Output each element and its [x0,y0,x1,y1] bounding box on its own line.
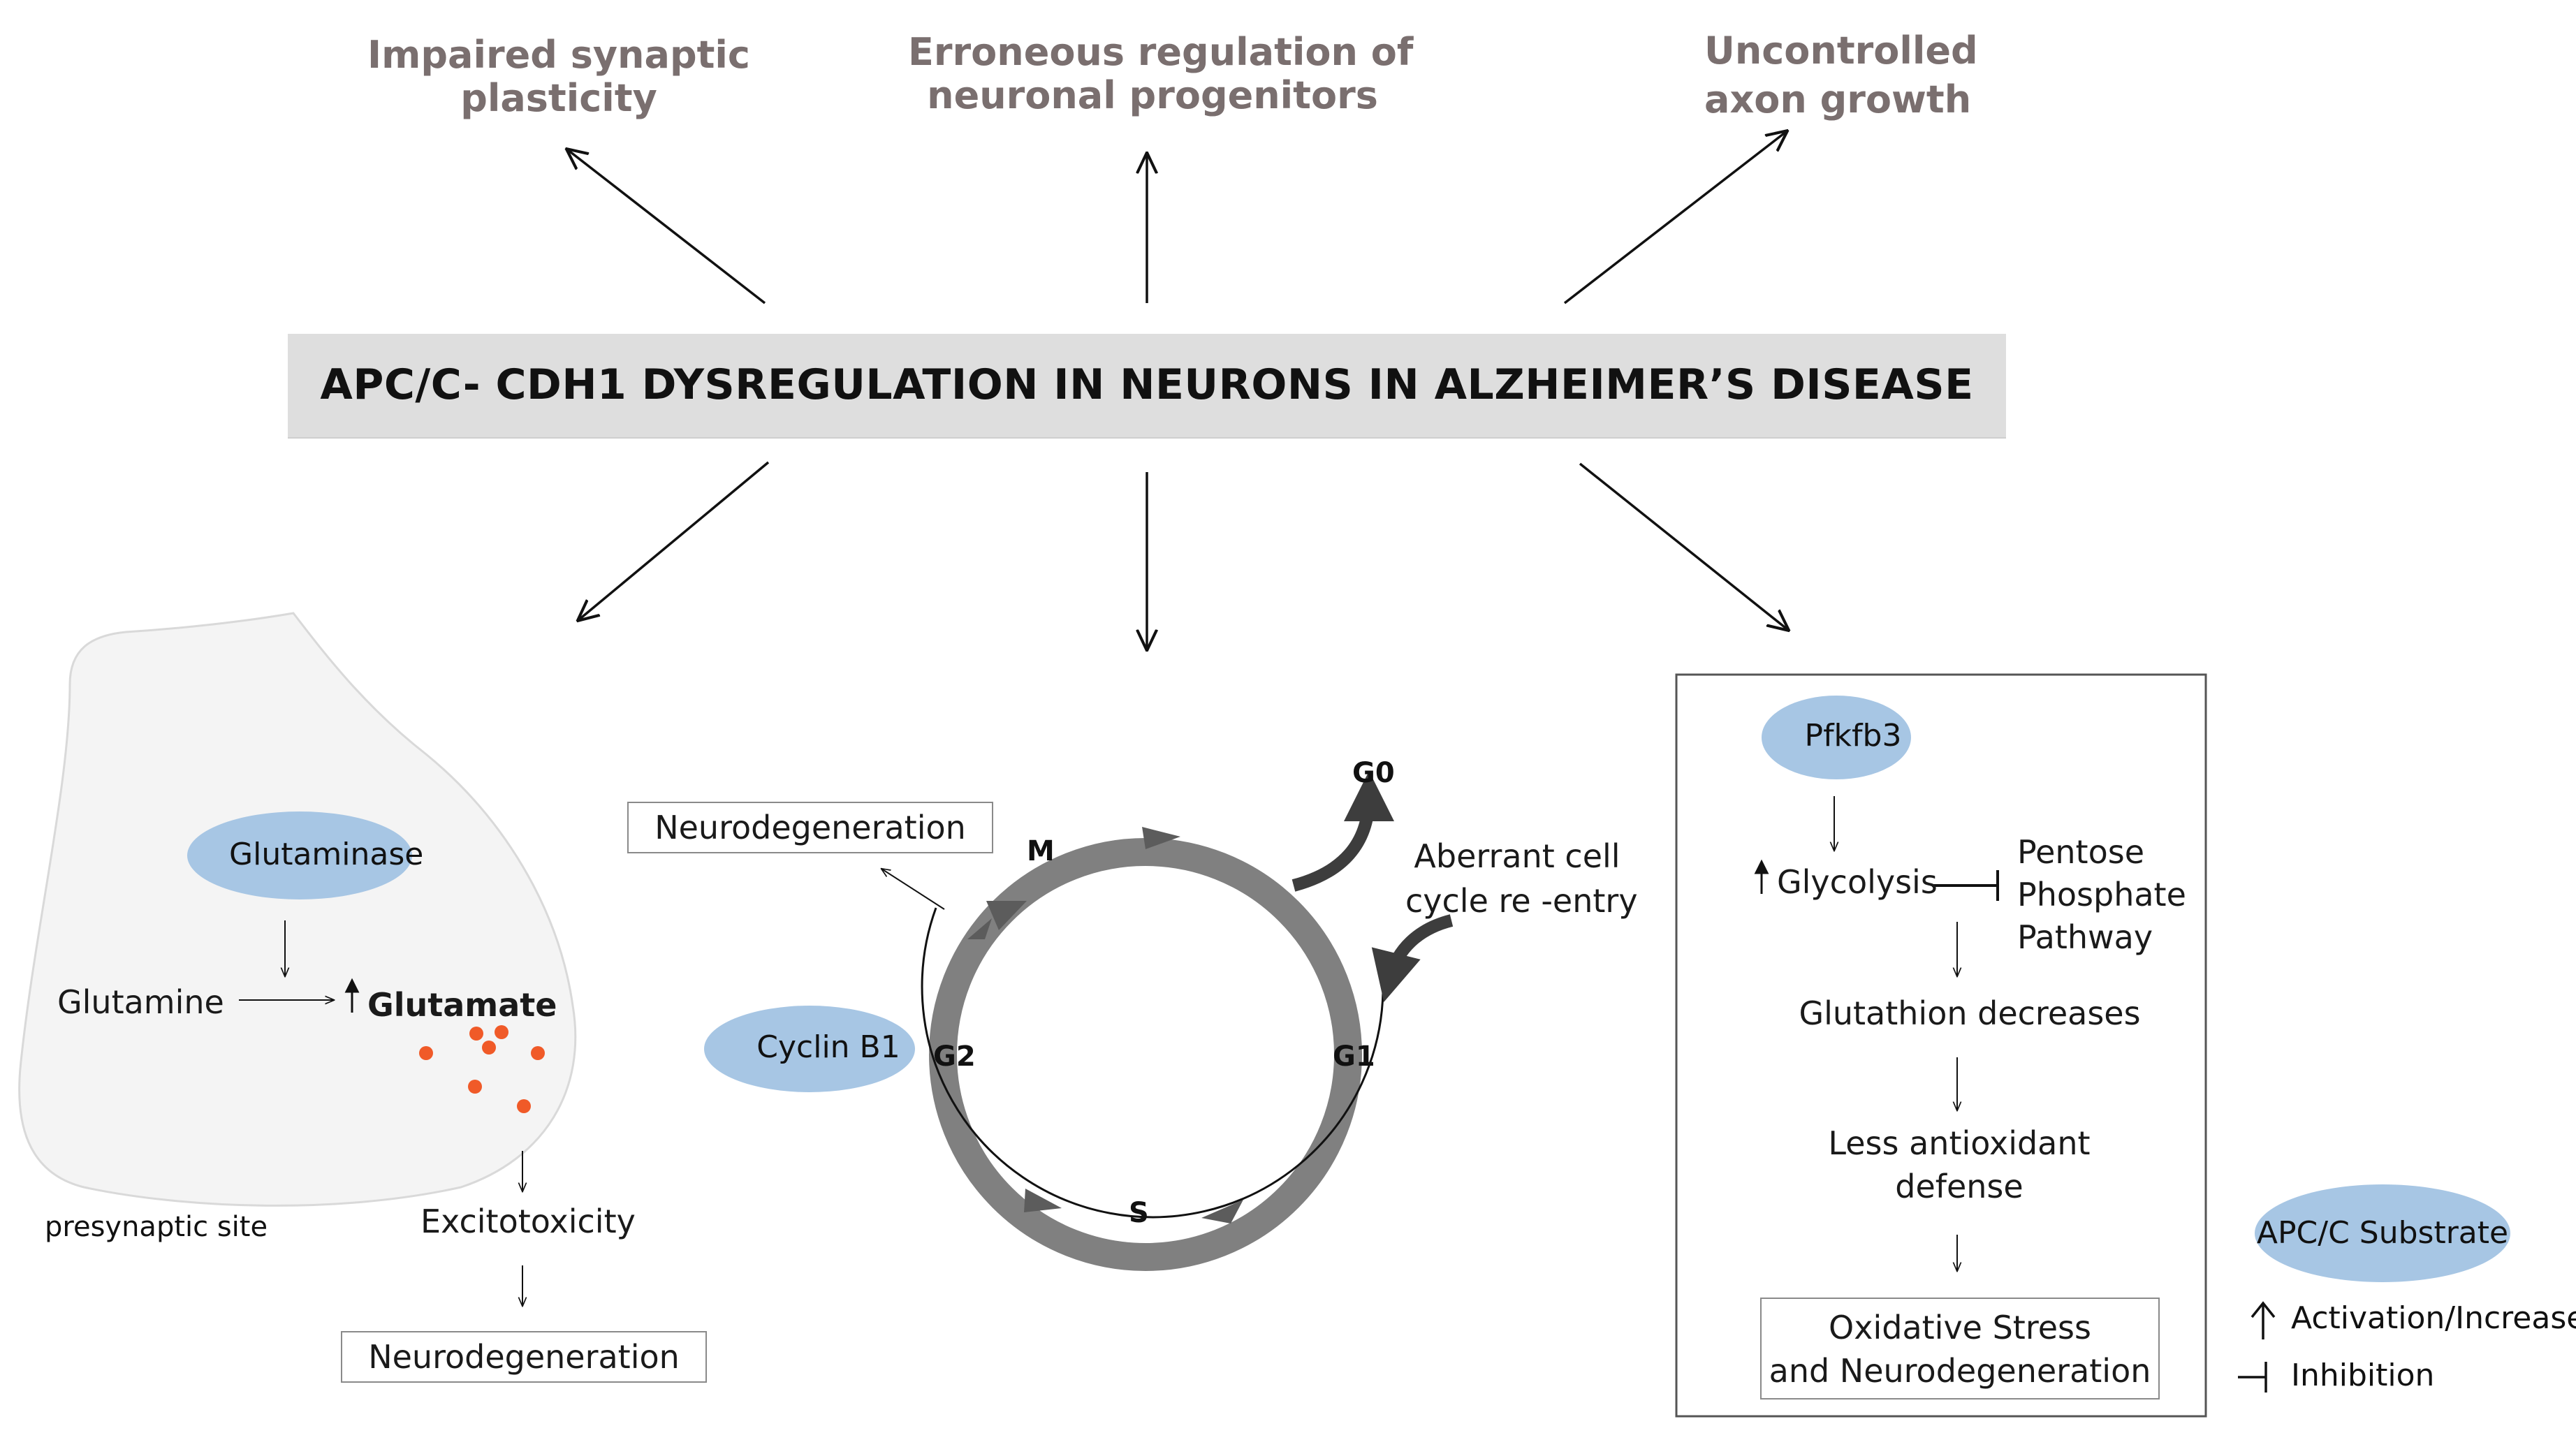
phase-g0: G0 [1352,757,1395,789]
excitotoxicity-label: Excitotoxicity [420,1203,636,1240]
oxidative-stress-box: Oxidative Stress and Neurodegeneration [1760,1298,2160,1399]
reentry-label: Aberrant cell cycle re -entry [1405,834,1638,923]
glutamine-label: Glutamine [57,983,224,1021]
phase-m: M [1027,835,1055,867]
effect-neuronal-progenitors: Erroneous regulation of neuronal progeni… [908,30,1414,117]
cyclin-b1-label: Cyclin B1 [756,1029,900,1065]
arrow-to-synaptic-plasticity [567,149,766,304]
g0-exit-arrow [1291,771,1394,892]
phase-g1: G1 [1333,1041,1375,1073]
title-banner: APC/C- CDH1 DYSREGULATION IN NEURONS IN … [288,334,2006,439]
reentry-arrow [1371,914,1454,1002]
synapse-neurodegeneration-box: Neurodegeneration [341,1331,707,1383]
presynaptic-site-label: presynaptic site [45,1211,268,1243]
glutamate-dot [482,1041,496,1055]
effect-line: Erroneous regulation of [908,30,1414,74]
antioxidant-label: Less antioxidant defense [1788,1122,2130,1208]
glutamate-label: Glutamate [367,986,557,1024]
glutamate-dot [495,1025,508,1039]
substrate-glutaminase: Glutaminase [187,811,424,899]
effect-synaptic-plasticity: Impaired synaptic plasticity [363,34,754,120]
substrate-pfkfb3: Pfkfb3 [1762,696,1911,779]
legend-inhibition-bar-icon [2238,1362,2267,1393]
glutaminase-label: Glutaminase [229,837,424,872]
antioxidant-line: defense [1895,1168,2024,1205]
antioxidant-line: Less antioxidant [1828,1124,2091,1162]
glycolysis-label: Glycolysis [1777,863,1938,901]
glutamate-dot [468,1080,482,1094]
metabolism-box [1675,673,2207,1418]
phase-g2: G2 [933,1041,976,1073]
effect-line: plasticity [460,76,657,120]
legend-substrate-swatch: APC/C Substrate [2255,1184,2510,1282]
substrate-cyclin-b1: Cyclin B1 [704,1006,915,1092]
legend-inhibition-label: Inhibition [2291,1358,2435,1393]
legend-substrate-label: APC/C Substrate [2256,1215,2509,1251]
glutamate-dot [517,1099,531,1113]
legend-up-arrow-icon [2251,1301,2276,1339]
reentry-line: cycle re -entry [1405,882,1638,920]
phase-s: S [1129,1197,1149,1229]
oxidative-line: and Neurodegeneration [1769,1352,2151,1390]
effect-axon-growth: Uncontrolled axon growth [1704,27,1978,124]
legend-activation-label: Activation/Increase [2291,1300,2576,1336]
glutathion-label: Glutathion decreases [1799,994,2141,1032]
presynaptic-terminal [18,612,577,1207]
banner-title: APC/C- CDH1 DYSREGULATION IN NEURONS IN … [320,360,1974,409]
synapse-outcome-label: Neurodegeneration [368,1338,680,1376]
pfkfb3-label: Pfkfb3 [1804,718,1902,754]
arrow-to-metabolism [1579,462,1788,630]
arrow-to-synapse [578,461,770,620]
oxidative-line: Oxidative Stress [1829,1309,2091,1346]
arrow-to-axon-growth [1563,131,1787,304]
cycle-outcome-label: Neurodegeneration [654,809,966,846]
effect-line: axon growth [1704,78,1972,122]
glutamate-dot [531,1046,545,1060]
glutamate-dot [469,1027,483,1041]
effect-line: Uncontrolled [1704,29,1978,73]
pentose-line: Pathway [2017,918,2153,956]
glutamate-dot [419,1046,433,1060]
oxidative-stress-label: Oxidative Stress and Neurodegeneration [1762,1306,2158,1393]
pentose-phosphate-label: Pentose Phosphate Pathway [2017,831,2186,959]
pentose-line: Phosphate [2017,876,2186,913]
effect-line: neuronal progenitors [927,73,1378,117]
pentose-line: Pentose [2017,833,2145,871]
cycle-neurodegeneration-box: Neurodegeneration [627,802,993,853]
effect-line: Impaired synaptic [367,33,750,77]
cell-cycle-ring [929,838,1362,1271]
reentry-line: Aberrant cell [1414,837,1620,875]
